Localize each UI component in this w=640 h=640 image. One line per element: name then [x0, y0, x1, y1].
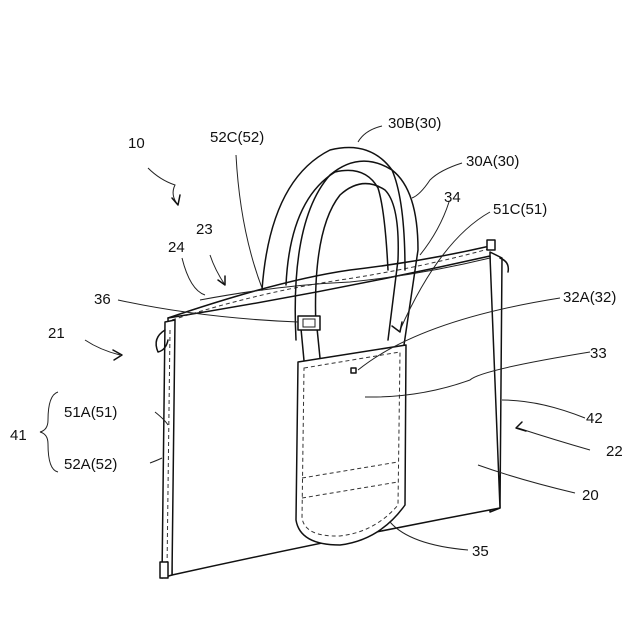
label-22: 22	[606, 443, 623, 460]
left-zipper	[156, 320, 175, 578]
label-41: 41	[10, 427, 27, 444]
label-30a: 30A(30)	[466, 153, 519, 170]
leader-30b	[358, 126, 382, 142]
label-20: 20	[582, 487, 599, 504]
label-10: 10	[128, 135, 145, 152]
strap-buckle	[298, 316, 320, 330]
pocket-panel	[296, 345, 406, 545]
pocket-snap	[351, 368, 356, 373]
right-zipper-tab	[487, 240, 495, 250]
label-42: 42	[586, 410, 603, 427]
front-pocket	[296, 345, 406, 545]
label-35: 35	[472, 543, 489, 560]
leader-34	[420, 202, 449, 255]
arrow-21	[113, 350, 122, 360]
leader-24	[182, 258, 205, 295]
label-52c: 52C(52)	[210, 129, 264, 146]
label-33: 33	[590, 345, 607, 362]
label-34: 34	[444, 189, 461, 206]
leader-42	[502, 400, 585, 418]
label-30b: 30B(30)	[388, 115, 441, 132]
leader-22	[518, 428, 590, 450]
label-23: 23	[196, 221, 213, 238]
label-21: 21	[48, 325, 65, 342]
label-52a: 52A(52)	[64, 456, 117, 473]
left-zipper-end-stop	[160, 562, 168, 578]
leader-52c	[236, 155, 262, 288]
label-36: 36	[94, 291, 111, 308]
label-32a: 32A(32)	[563, 289, 616, 306]
brace-41	[40, 392, 58, 472]
leader-52a	[150, 458, 162, 463]
arrow-23	[218, 276, 225, 285]
label-24: 24	[168, 239, 185, 256]
label-51c: 51C(51)	[493, 201, 547, 218]
label-51a: 51A(51)	[64, 404, 117, 421]
leader-21	[85, 340, 120, 355]
